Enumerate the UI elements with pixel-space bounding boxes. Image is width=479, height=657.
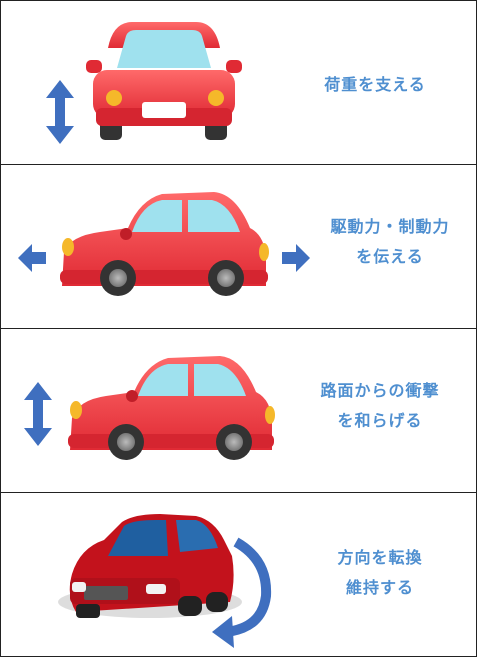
curved-turn-arrow-icon [212, 537, 272, 648]
caption-line: 方向を転換 [337, 548, 423, 567]
caption-direction-change: 方向を転換 維持する [315, 543, 445, 604]
caption-line: 駆動力・制動力 [330, 217, 450, 236]
caption-driving-braking-force: 駆動力・制動力 を伝える [315, 212, 465, 273]
caption-load-support: 荷重を支える [310, 70, 440, 100]
left-arrow-icon [18, 244, 46, 272]
caption-line: 路面からの衝撃 [320, 381, 440, 400]
vertical-double-arrow-icon [46, 80, 74, 144]
caption-line: を伝える [356, 247, 424, 267]
panel-load-support [0, 0, 477, 165]
right-arrow-icon [282, 244, 310, 272]
caption-line: 荷重を支える [324, 75, 426, 94]
caption-line: 維持する [345, 578, 414, 598]
front-car-icon [86, 22, 242, 140]
caption-line: を和らげる [337, 411, 423, 431]
caption-shock-absorption: 路面からの衝撃 を和らげる [305, 376, 455, 437]
side-car-icon-1 [60, 192, 269, 296]
side-car-icon-2 [68, 356, 275, 460]
three-quarter-car-icon [58, 514, 242, 618]
vertical-double-arrow-icon [24, 382, 52, 446]
